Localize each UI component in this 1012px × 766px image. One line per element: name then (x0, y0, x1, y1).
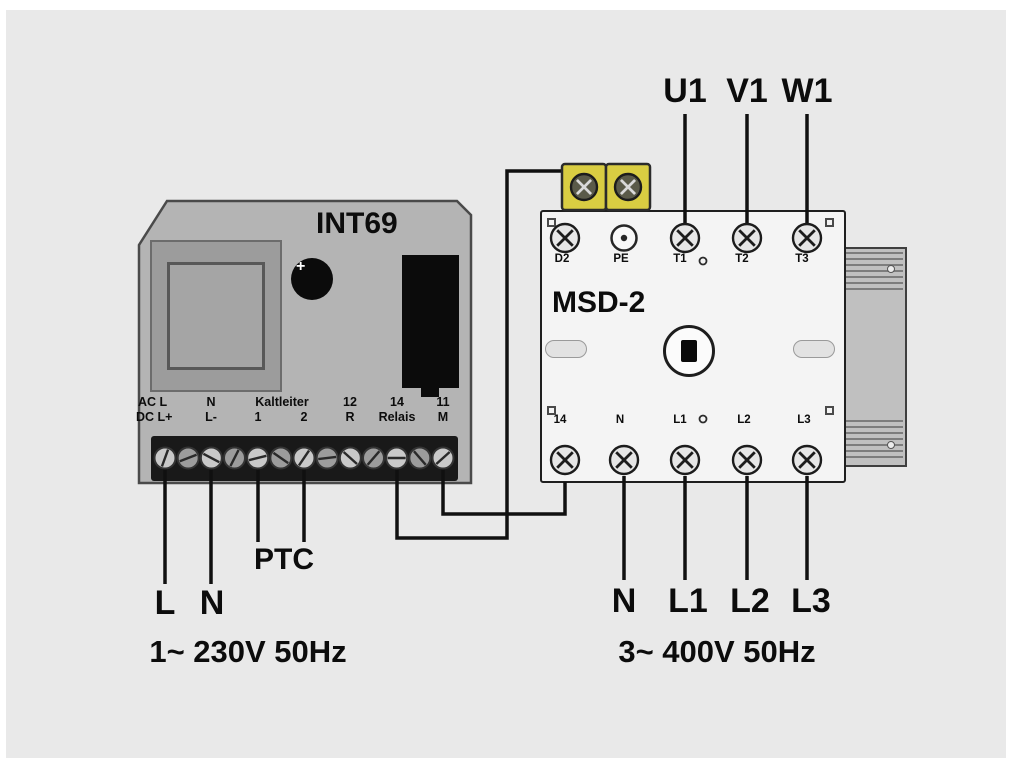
msd2-terminal-l2: L2 (737, 414, 751, 426)
int69-title: INT69 (316, 207, 398, 240)
msd2-title: MSD-2 (552, 286, 646, 319)
label-rating-single-phase: 1~ 230V 50Hz (149, 634, 347, 669)
msd2-heatsink (841, 247, 907, 467)
msd2-device-body (540, 210, 846, 483)
msd2-terminal-pe: PE (613, 253, 629, 265)
int69-relay-block (402, 255, 459, 388)
msd2-slot-left (545, 340, 587, 358)
msd2-terminal-t1: T1 (673, 253, 687, 265)
label-w1: W1 (781, 72, 833, 110)
label-rating-three-phase: 3~ 400V 50Hz (618, 634, 816, 669)
terminal-label-12: 12 (343, 395, 357, 409)
terminal-label-r: R (345, 410, 355, 424)
terminal-label-1: 1 (254, 410, 262, 424)
msd2-corner-mark (547, 218, 556, 227)
msd2-terminal-l3: L3 (797, 414, 811, 426)
msd2-terminal-d2: D2 (554, 253, 570, 265)
terminal-label-ac-l: AC L (138, 395, 168, 409)
msd2-terminal-t2: T2 (735, 253, 749, 265)
terminal-label-m: M (437, 410, 449, 424)
heatsink-ribs (845, 420, 903, 462)
label-n-mains: N (611, 582, 637, 620)
heatsink-hole (887, 265, 895, 273)
label-ptc: PTC (254, 543, 314, 576)
heatsink-ribs (845, 252, 903, 294)
msd2-terminal-n: N (615, 414, 625, 426)
label-n-single: N (199, 584, 225, 622)
label-u1: U1 (663, 72, 707, 110)
label-l2-mains: L2 (730, 582, 770, 620)
label-l1-mains: L1 (668, 582, 708, 620)
heatsink-hole (887, 441, 895, 449)
int69-terminal-strip (151, 436, 458, 481)
label-l-single: L (154, 584, 176, 622)
terminal-label-14: 14 (390, 395, 404, 409)
terminal-label-n: N (206, 395, 216, 409)
msd2-corner-mark (825, 218, 834, 227)
terminal-label-11: 11 (436, 395, 450, 409)
plus-mark: + (296, 258, 306, 275)
msd2-terminal-t3: T3 (795, 253, 809, 265)
label-l3-mains: L3 (791, 582, 831, 620)
terminal-label-lminus: L- (205, 410, 217, 424)
terminal-label-kaltleiter: Kaltleiter (255, 395, 309, 409)
int69-buzzer-icon: + (291, 258, 333, 300)
label-v1: V1 (726, 72, 768, 110)
terminal-label-relais: Relais (378, 410, 416, 424)
terminal-label-2: 2 (300, 410, 308, 424)
msd2-terminal-l1: L1 (673, 414, 687, 426)
int69-display-window (150, 240, 282, 392)
msd2-center-button-inset (681, 340, 697, 362)
msd2-terminal-14: 14 (553, 414, 567, 426)
msd2-corner-mark (825, 406, 834, 415)
terminal-label-dc-lplus: DC L+ (136, 410, 173, 424)
msd2-slot-right (793, 340, 835, 358)
int69-display-frame (167, 262, 265, 370)
msd2-center-button (663, 325, 715, 377)
